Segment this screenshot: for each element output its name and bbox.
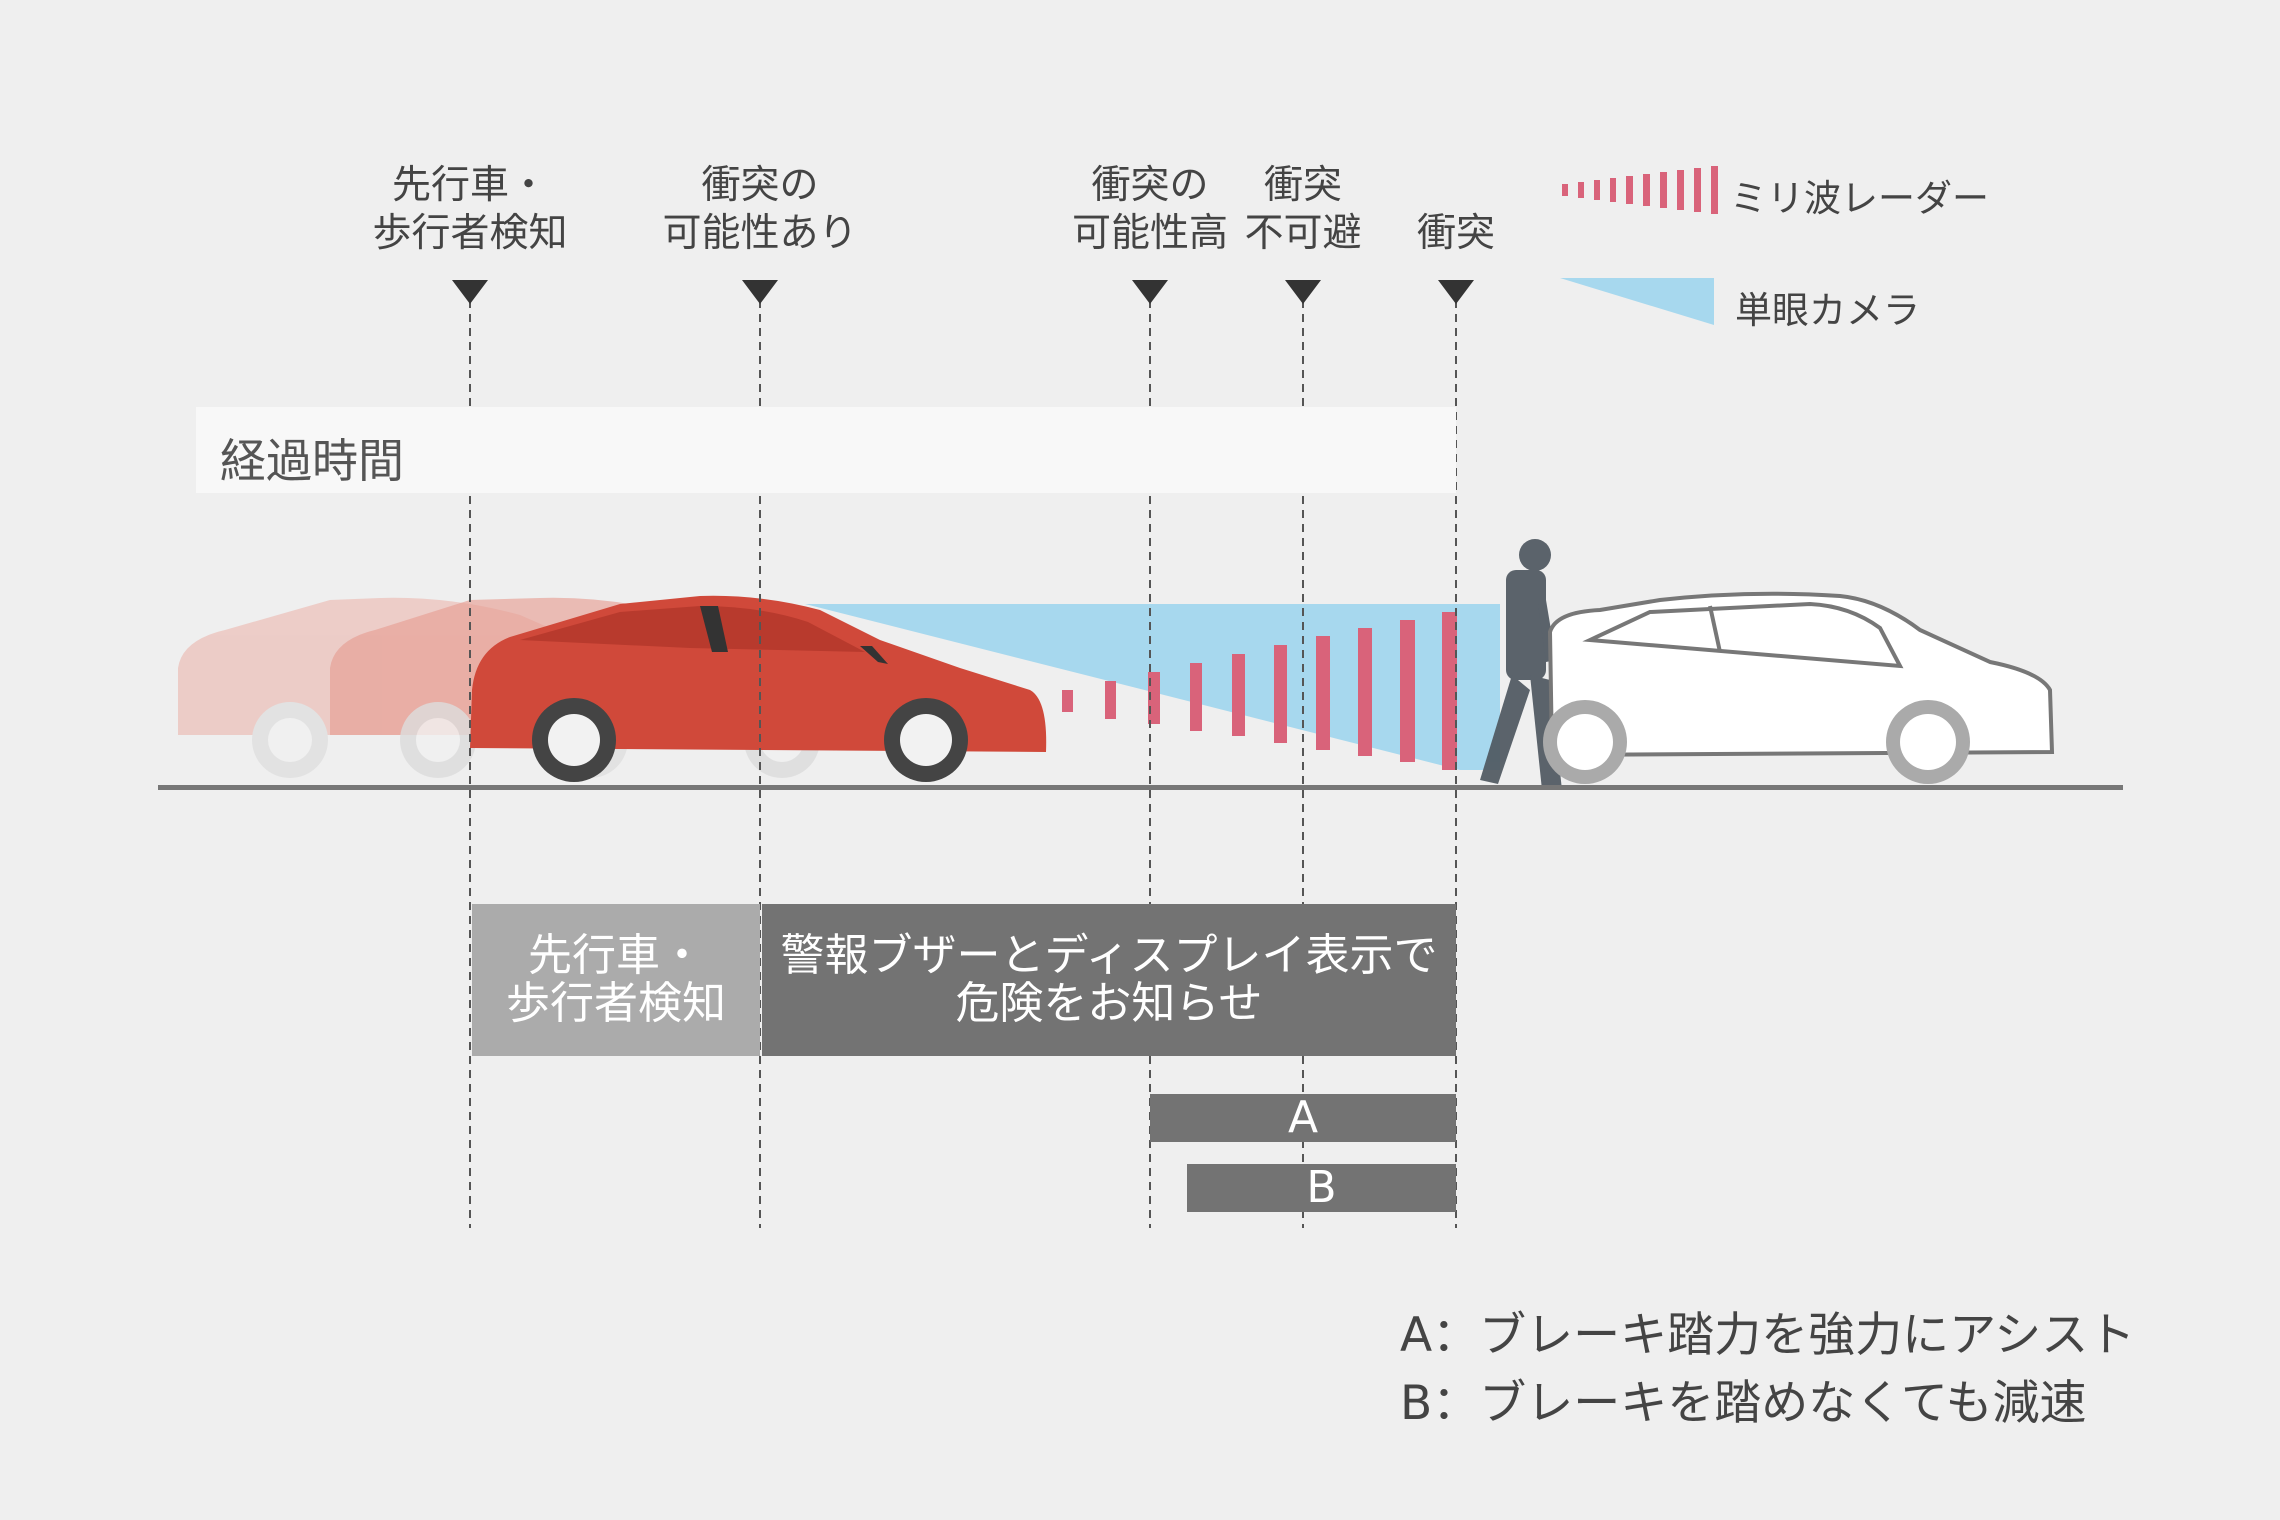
target-car-wheels [1543,700,1970,784]
ground-line [158,785,2123,790]
host-car [470,595,1047,782]
milestone-label-high: 衝突の 可能性高 [1071,163,1228,256]
milestone-label-collision: 衝突 [1416,211,1495,256]
note-b: B：ブレーキを踏めなくても減速 [1400,1376,2087,1431]
radar-legend-label: ミリ波レーダー [1730,177,1989,220]
milestone-label-detect: 先行車・ 歩行者検知 [372,163,568,256]
elapsed-time-label: 経過時間 [220,434,404,488]
radar-legend-symbol [1562,166,1718,214]
milestone-label-possible: 衝突の 可能性あり [662,163,858,256]
phase-detect-box: 先行車・ 歩行者検知 [472,904,760,1056]
note-a: A：ブレーキ踏力を強力にアシスト [1400,1308,2136,1363]
milestone-markers [452,280,1474,304]
notes: A：ブレーキ踏力を強力にアシスト B：ブレーキを踏めなくても減速 [1400,1302,2135,1438]
phase-warning-box: 警報ブザーとディスプレイ表示で 危険をお知らせ [762,904,1456,1056]
milestone-label-unavoidable: 衝突 不可避 [1244,163,1362,256]
elapsed-time-band: 経過時間 [196,407,1456,493]
camera-legend-label: 単眼カメラ [1735,289,1920,332]
camera-legend-symbol [1560,278,1714,325]
phase-b-bar: B [1187,1164,1456,1212]
phase-a-bar: A [1150,1094,1456,1142]
